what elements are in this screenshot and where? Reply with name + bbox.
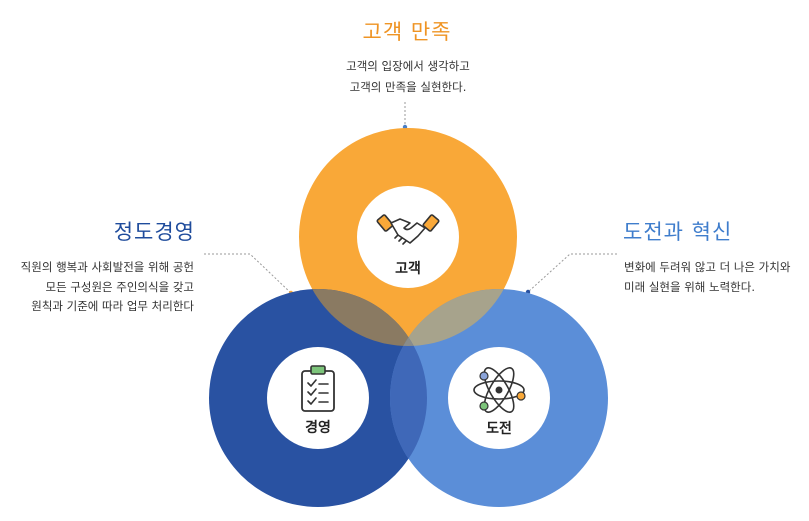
customer-center-label: 고객 — [395, 261, 421, 277]
customer-desc-line-2: 고객의 만족을 실현한다. — [349, 80, 467, 94]
management-desc-line-3: 원칙과 기준에 따라 업무 처리한다 — [31, 299, 194, 313]
management-center-label: 경영 — [305, 420, 331, 436]
challenge-desc-line-1: 변화에 두려워 않고 더 나은 가치와 — [624, 260, 791, 274]
management-desc-line-1: 직원의 행복과 사회발전을 위해 공헌 — [20, 260, 194, 274]
management-desc-line-2: 모든 구성원은 주인의식을 갖고 — [45, 280, 194, 294]
customer-desc-line-1: 고객의 입장에서 생각하고 — [346, 59, 470, 73]
handshake-icon — [376, 214, 440, 245]
challenge-center-label: 도전 — [486, 421, 512, 437]
challenge-connector — [527, 253, 617, 293]
challenge-title: 도전과 혁신 — [623, 220, 733, 244]
customer-title: 고객 만족 — [362, 20, 452, 44]
clipboard-checklist-icon — [301, 365, 335, 412]
management-title: 정도경영 — [113, 220, 195, 244]
management-connector — [204, 253, 292, 294]
challenge-desc-line-2: 미래 실현을 위해 노력한다. — [624, 280, 756, 294]
challenge-inner-circle — [448, 347, 550, 449]
